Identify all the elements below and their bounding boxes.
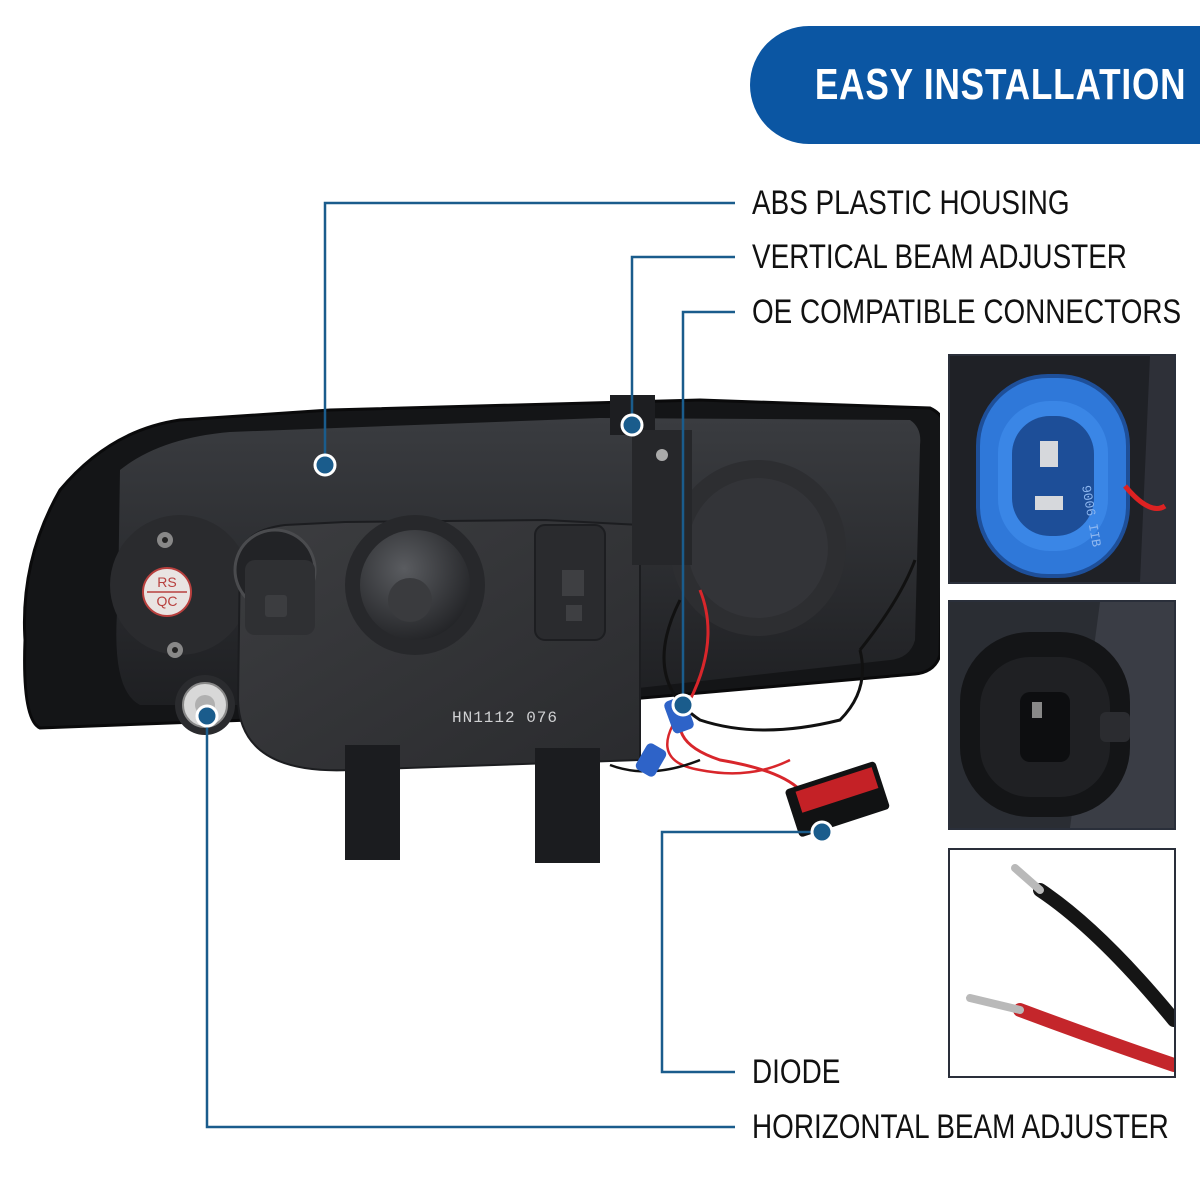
marker-diode: [810, 820, 834, 844]
callout-vertical-beam-adjuster: VERTICAL BEAM ADJUSTER: [752, 238, 1127, 276]
marker-connectors: [671, 693, 695, 717]
headlight-product-image: RS QC HN1112 076: [22, 395, 940, 863]
marker-housing: [313, 453, 337, 477]
inset-wires: [948, 848, 1176, 1078]
part-code: HN1112 076: [452, 709, 558, 727]
callout-diode: DIODE: [752, 1053, 841, 1091]
stamp-line-2: QC: [157, 593, 178, 609]
easy-installation-banner: EASY INSTALLATION: [750, 26, 1200, 144]
banner-title: EASY INSTALLATION: [814, 60, 1186, 109]
rsqc-stamp: [142, 567, 192, 617]
stamp-line-1: RS: [157, 574, 176, 590]
callout-oe-connectors: OE COMPATIBLE CONNECTORS: [752, 293, 1182, 331]
marker-vertical-adjuster: [620, 413, 644, 437]
marker-horizontal-adjuster: [195, 704, 219, 728]
inset-black-connector: [948, 600, 1176, 830]
callout-abs-housing: ABS PLASTIC HOUSING: [752, 184, 1070, 222]
callout-horizontal-beam-adjuster: HORIZONTAL BEAM ADJUSTER: [752, 1108, 1169, 1146]
inset-blue-connector: 9006 IIB: [948, 354, 1176, 584]
